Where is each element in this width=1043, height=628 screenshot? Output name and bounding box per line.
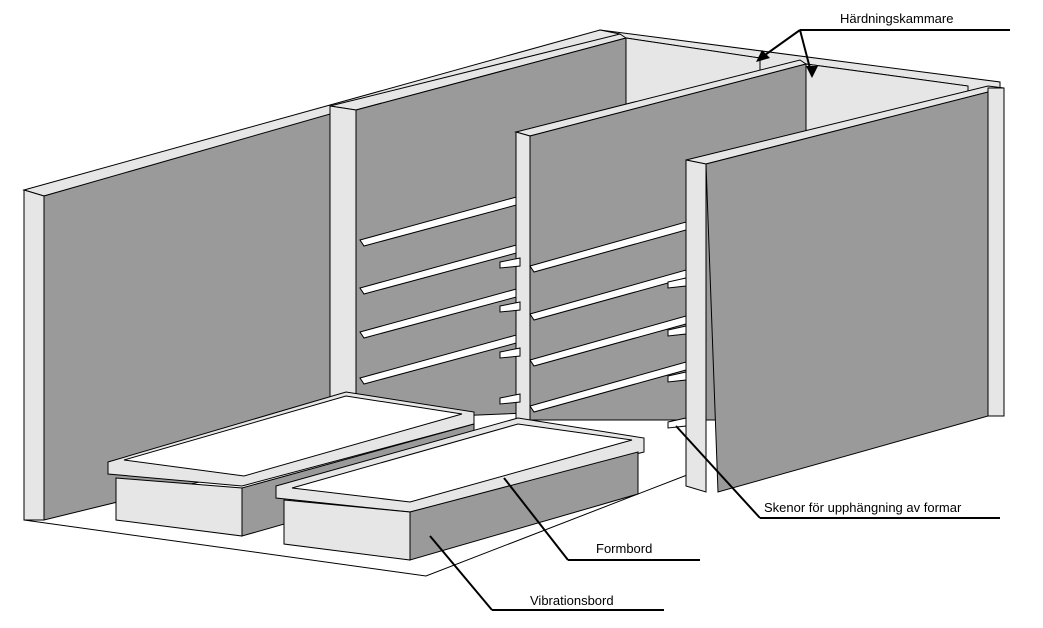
label-rails: Skenor för upphängning av formar — [764, 500, 962, 515]
shelves-chamber-2 — [499, 221, 687, 413]
label-curing-chamber: Härdningskammare — [840, 11, 953, 26]
label-form-table: Formbord — [596, 541, 652, 556]
table-unit-2 — [275, 417, 645, 561]
shelves-chamber-1 — [359, 195, 521, 385]
label-vibration-table: Vibrationsbord — [530, 593, 614, 608]
leader-lines — [429, 29, 1010, 611]
right-wall — [667, 85, 1005, 493]
